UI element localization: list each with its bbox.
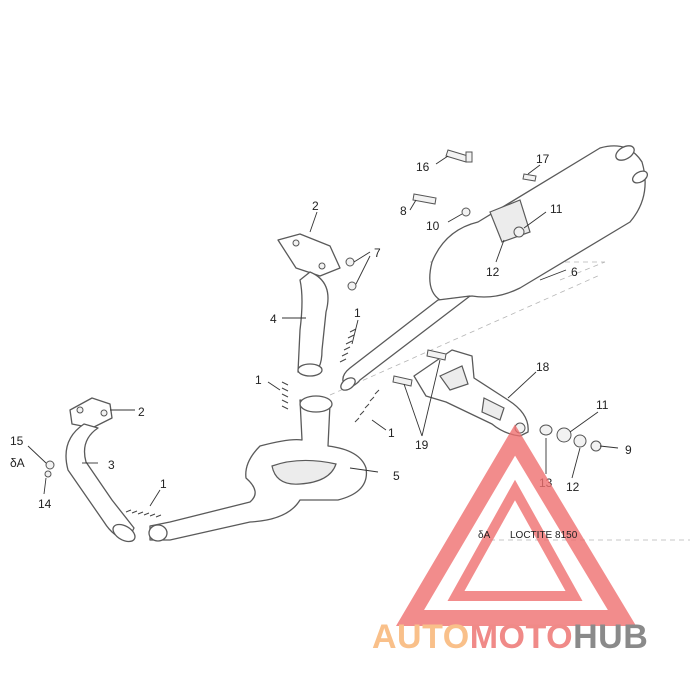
callout-14: 14: [38, 497, 52, 511]
collector-part-5: [148, 395, 368, 542]
hardware-parts: [44, 149, 602, 478]
watermark-moto: MOTO: [470, 618, 573, 656]
callout-9: 9: [625, 443, 632, 457]
callout-11-bottom: 11: [596, 398, 609, 412]
marker-a-note: δA: [478, 530, 491, 541]
callout-7: 7: [374, 246, 381, 260]
callout-19: 19: [415, 438, 429, 452]
callout-5: 5: [393, 469, 400, 483]
callout-12-top: 12: [486, 265, 500, 279]
callout-12-bottom: 12: [566, 480, 580, 494]
marker-a-left: δA: [10, 456, 25, 470]
callout-3: 3: [108, 458, 115, 472]
silencer-part-6: [340, 145, 649, 391]
bracket-part-18: [413, 349, 529, 437]
callout-1-collector: 1: [388, 426, 395, 440]
callout-18: 18: [536, 360, 550, 374]
watermark-wordmark: AUTOMOTOHUB: [372, 618, 648, 656]
callout-2-left: 2: [138, 405, 145, 419]
loctite-note: δA LOCTITE 8150: [478, 530, 578, 541]
watermark-logo-icon: [395, 424, 637, 626]
callout-6: 6: [571, 265, 578, 279]
callout-11-top: 11: [550, 202, 563, 216]
header-pipe-part-4: [277, 233, 341, 377]
header-pipe-part-3: [65, 397, 136, 543]
callout-16: 16: [416, 160, 430, 174]
callout-4: 4: [270, 312, 277, 326]
callout-10: 10: [426, 219, 440, 233]
callout-15: 15: [10, 434, 24, 448]
callout-1-middle: 1: [255, 373, 262, 387]
springs-part-1: [125, 328, 380, 518]
callout-2-top: 2: [312, 199, 319, 213]
loctite-label: LOCTITE 8150: [510, 530, 578, 541]
callout-17: 17: [536, 152, 550, 166]
watermark-auto: AUTO: [372, 618, 470, 656]
watermark-hub: HUB: [573, 618, 648, 656]
callout-8: 8: [400, 204, 407, 218]
callout-1-right: 1: [354, 306, 361, 320]
callout-1-left: 1: [160, 477, 167, 491]
leader-lines: [27, 155, 619, 507]
